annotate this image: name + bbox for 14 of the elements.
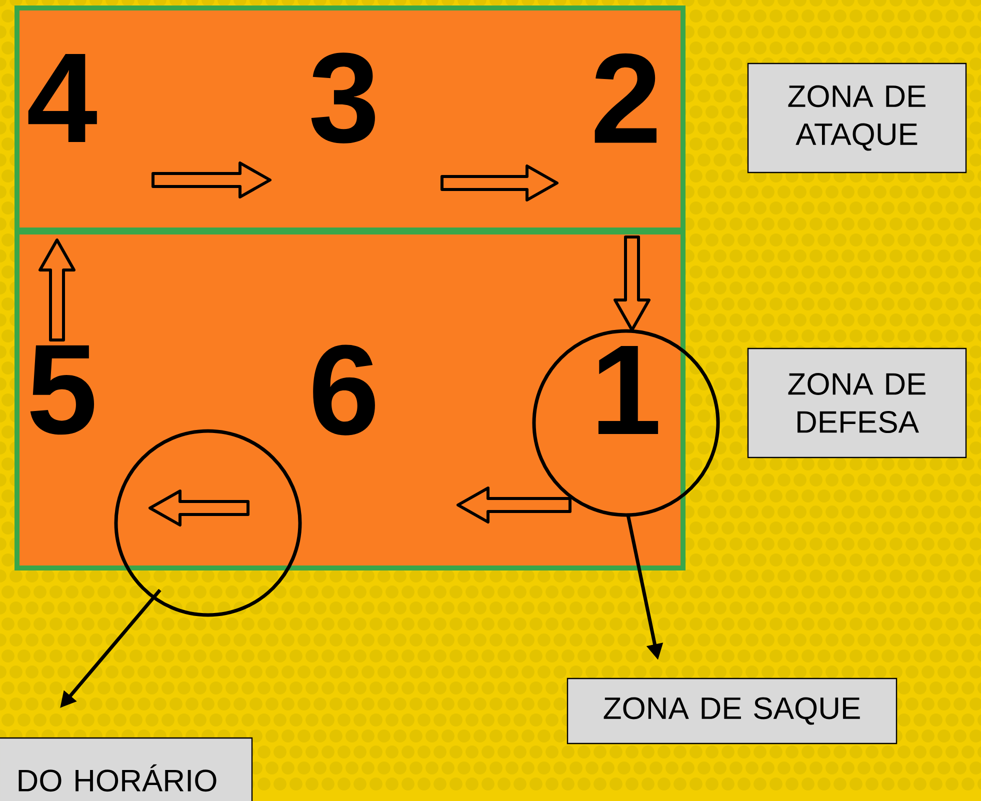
position-number: 2 (594, 53, 656, 143)
position-number: 1 (598, 346, 658, 434)
court-half (14, 230, 686, 570)
position-number: 6 (313, 344, 375, 436)
position-number: 3 (311, 52, 375, 144)
highlight-circle (532, 329, 720, 517)
zone-label-box: ZONA DE DEFESA (747, 348, 967, 458)
zone-label-box: ZONA DE SAQUE (566, 678, 898, 744)
highlight-circle (114, 429, 302, 617)
position-number: 5 (30, 345, 94, 435)
zone-label-box: DO HORÁRIO (0, 737, 253, 801)
court-half (14, 6, 686, 232)
zone-label-box: ZONA DE ATAQUE (747, 62, 967, 174)
position-number: 4 (28, 54, 97, 142)
